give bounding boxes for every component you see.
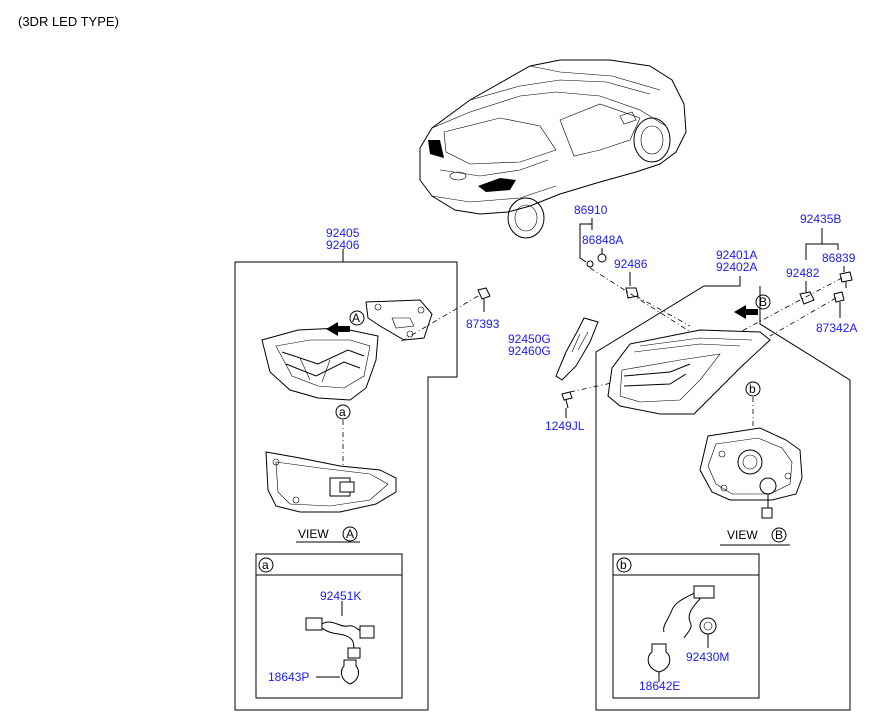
clip-86848a[interactable] — [586, 253, 607, 268]
screw-87342a[interactable] — [833, 291, 845, 318]
garnish-92450g[interactable] — [555, 317, 599, 381]
diagram-header-note: (3DR LED TYPE) — [18, 14, 119, 29]
leader-86910 — [579, 218, 593, 263]
callout-b-circle — [745, 381, 761, 397]
leader-86839-dashed — [799, 277, 843, 301]
leader-87342a-dashed — [769, 297, 837, 337]
part-number-92460G[interactable]: 92460G — [508, 344, 551, 358]
part-number-92486[interactable]: 92486 — [614, 257, 648, 271]
part-number-92430M[interactable]: 92430M — [686, 650, 729, 664]
detail-box-b — [612, 553, 760, 699]
inner-lamp-back-view[interactable] — [265, 451, 397, 513]
part-number-92402A[interactable]: 92402A — [716, 260, 757, 274]
socket-wiring-92451k[interactable] — [305, 617, 375, 659]
part-number-86848A[interactable]: 86848A — [582, 233, 623, 247]
part-number-92405[interactable]: 92405 — [326, 226, 360, 240]
part-number-92482[interactable]: 92482 — [786, 266, 820, 280]
detail-box-a — [255, 553, 403, 699]
leader-nut-dashed — [635, 295, 691, 327]
part-number-86839[interactable]: 86839 — [822, 251, 856, 265]
part-number-18642E[interactable]: 18642E — [639, 679, 680, 693]
part-number-1249JL[interactable]: 1249JL — [545, 419, 585, 433]
nut-92486[interactable] — [625, 287, 639, 299]
screw-87393[interactable] — [477, 287, 491, 312]
view-b-label-letter: B — [775, 528, 783, 542]
part-number-92450G[interactable]: 92450G — [508, 332, 551, 346]
leader-92482-dashed — [739, 299, 801, 333]
view-a-arrow: A — [326, 310, 365, 336]
outer-tail-lamp[interactable] — [607, 329, 771, 415]
callout-b-label: b — [749, 382, 756, 396]
view-a-label-letter: A — [346, 527, 354, 541]
part-number-92451K[interactable]: 92451K — [320, 589, 361, 603]
grommet-92482[interactable] — [799, 291, 815, 305]
view-b-label-circle — [771, 527, 787, 543]
outer-lamp-back-view[interactable] — [699, 427, 803, 519]
screw-1249jl[interactable] — [561, 391, 573, 409]
inner-tail-lamp[interactable] — [261, 327, 379, 401]
callout-a-label: a — [339, 405, 346, 419]
view-a-label-circle — [342, 526, 358, 542]
car-illustration — [419, 59, 687, 239]
part-number-92435B[interactable]: 92435B — [800, 212, 841, 226]
part-number-92401A[interactable]: 92401A — [716, 248, 757, 262]
inner-lamp-assembly-frame — [234, 249, 458, 711]
lamp-mounting-bracket[interactable] — [365, 299, 433, 341]
callout-a-circle — [335, 404, 351, 420]
clip-86839[interactable] — [839, 271, 853, 288]
part-number-87342A[interactable]: 87342A — [816, 321, 857, 335]
view-a-label: VIEW — [298, 527, 329, 541]
detail-a-label: a — [262, 558, 269, 572]
view-b-label: VIEW — [727, 528, 758, 542]
part-number-86910[interactable]: 86910 — [574, 203, 608, 217]
part-number-92406[interactable]: 92406 — [326, 238, 360, 252]
detail-b-label: b — [620, 558, 627, 572]
socket-wiring-92430m[interactable] — [663, 585, 717, 639]
outer-lamp-assembly-frame — [595, 276, 851, 711]
bulb-18642e[interactable] — [647, 643, 671, 673]
view-b-arrow: B — [734, 294, 771, 319]
bulb-18643p[interactable] — [341, 659, 359, 685]
part-number-87393[interactable]: 87393 — [466, 317, 500, 331]
part-number-18643P[interactable]: 18643P — [268, 670, 309, 684]
leader-clip-dashed — [589, 267, 701, 339]
leader-87393 — [399, 295, 479, 343]
view-b-callout: B — [759, 295, 767, 309]
view-a-callout: A — [352, 311, 360, 325]
